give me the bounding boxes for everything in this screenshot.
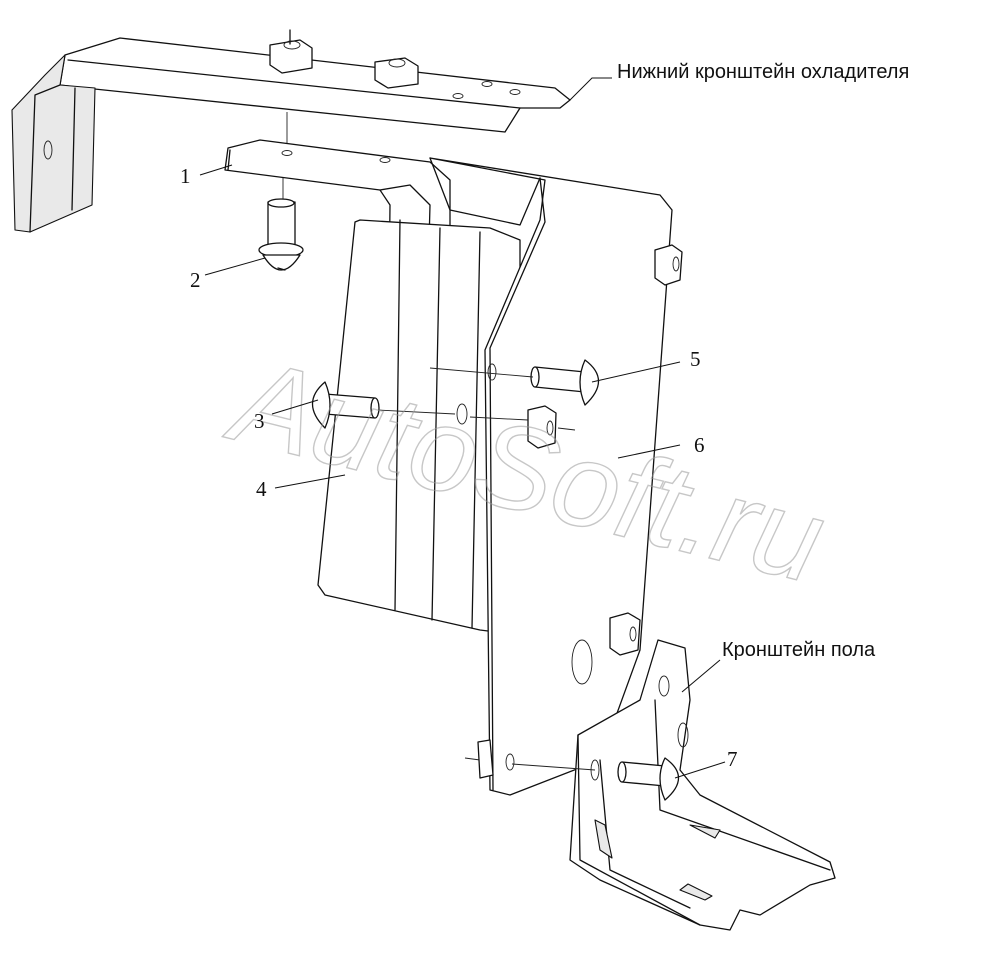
callout-7-leader (674, 761, 726, 779)
floor-bracket-leader (681, 659, 721, 693)
callout-4: 4 (256, 477, 267, 501)
callout-7: 7 (727, 747, 738, 771)
part-2-bolt (258, 198, 304, 271)
callout-3: 3 (254, 409, 265, 433)
callout-3-leader (271, 399, 319, 415)
callout-5: 5 (690, 347, 701, 371)
part-7-bolt (617, 757, 680, 801)
floor-bracket-caption: Кронштейн пола (722, 639, 876, 661)
nut (469, 405, 576, 449)
callout-5-leader (591, 361, 681, 383)
part-3-bolt (311, 381, 456, 429)
cooler-bracket (11, 29, 571, 233)
floor-bracket (464, 639, 836, 931)
callout-6-leader (617, 444, 681, 459)
callout-1-leader (199, 164, 233, 176)
part-5-bolt (429, 359, 600, 406)
callout-1: 1 (180, 164, 191, 188)
callout-2: 2 (190, 268, 201, 292)
cooler-bracket-leader (569, 77, 612, 101)
callout-2-leader (204, 257, 266, 276)
part-4-body (317, 219, 521, 636)
part-6-main-plate (429, 157, 683, 796)
callout-6: 6 (694, 433, 705, 457)
callout-4-leader (274, 474, 346, 489)
cooler-bracket-caption: Нижний кронштейн охладителя (617, 61, 909, 83)
